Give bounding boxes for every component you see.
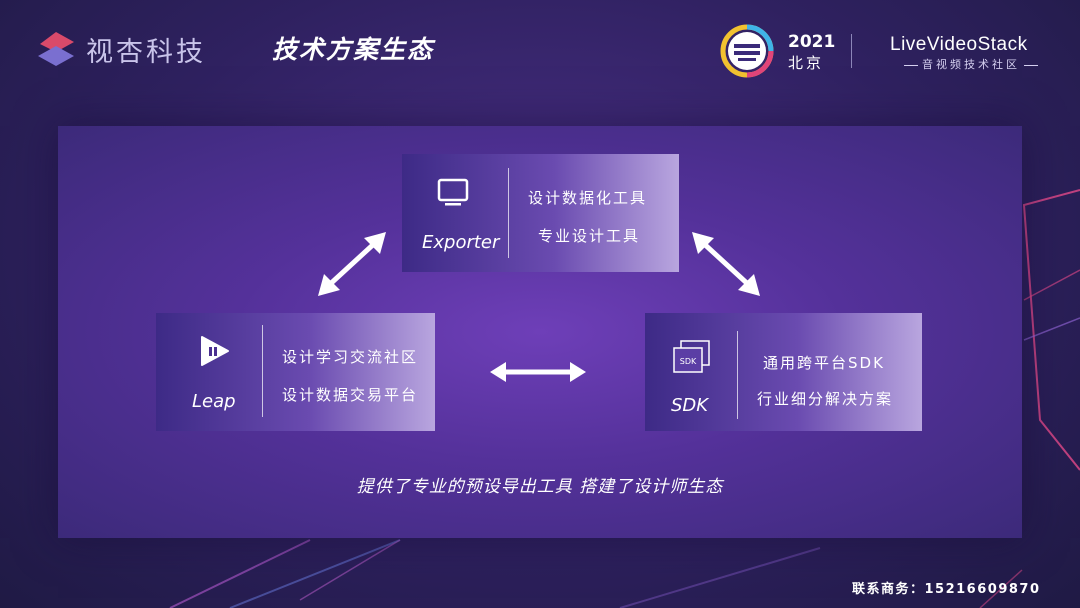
conference-city: 北京 xyxy=(788,54,825,72)
exporter-card: Exporter 设计数据化工具 专业设计工具 xyxy=(402,154,679,272)
tagline: 提供了专业的预设导出工具 搭建了设计师生态 xyxy=(356,477,724,497)
header-divider xyxy=(851,34,852,68)
card-divider xyxy=(737,331,738,419)
partner-logo: LiveVideoStack xyxy=(890,34,1028,55)
partner-subtitle: 音视频技术社区 xyxy=(896,56,1046,72)
double-arrow-icon xyxy=(318,232,386,296)
leap-line-1: 设计学习交流社区 xyxy=(282,348,419,366)
leap-play-icon xyxy=(201,336,229,366)
brand-name: 视杏科技 xyxy=(86,37,206,68)
card-divider xyxy=(262,325,263,417)
monitor-icon xyxy=(437,178,469,206)
leap-line-2: 设计数据交易平台 xyxy=(282,386,419,404)
leap-name: Leap xyxy=(192,391,236,412)
contact-info: 联系商务：15216609870 xyxy=(852,582,1041,597)
conference-badge-icon xyxy=(720,24,774,78)
leap-card: Leap 设计学习交流社区 设计数据交易平台 xyxy=(156,313,435,431)
sdk-windows-icon: SDK xyxy=(673,340,710,373)
exporter-line-2: 专业设计工具 xyxy=(538,227,641,245)
exporter-name: Exporter xyxy=(422,232,500,253)
brand-logo-icon xyxy=(38,32,74,66)
exporter-line-1: 设计数据化工具 xyxy=(528,189,648,207)
sdk-name: SDK xyxy=(671,395,709,416)
conference-year: 2021 xyxy=(788,32,836,52)
page-title: 技术方案生态 xyxy=(272,35,435,64)
sdk-line-1: 通用跨平台SDK xyxy=(763,354,885,372)
sdk-card: SDK SDK 通用跨平台SDK 行业细分解决方案 xyxy=(645,313,922,431)
double-arrow-icon xyxy=(692,232,760,296)
svg-text:SDK: SDK xyxy=(680,357,697,366)
sdk-line-2: 行业细分解决方案 xyxy=(757,390,894,408)
double-arrow-icon xyxy=(490,362,586,382)
card-divider xyxy=(508,168,509,258)
